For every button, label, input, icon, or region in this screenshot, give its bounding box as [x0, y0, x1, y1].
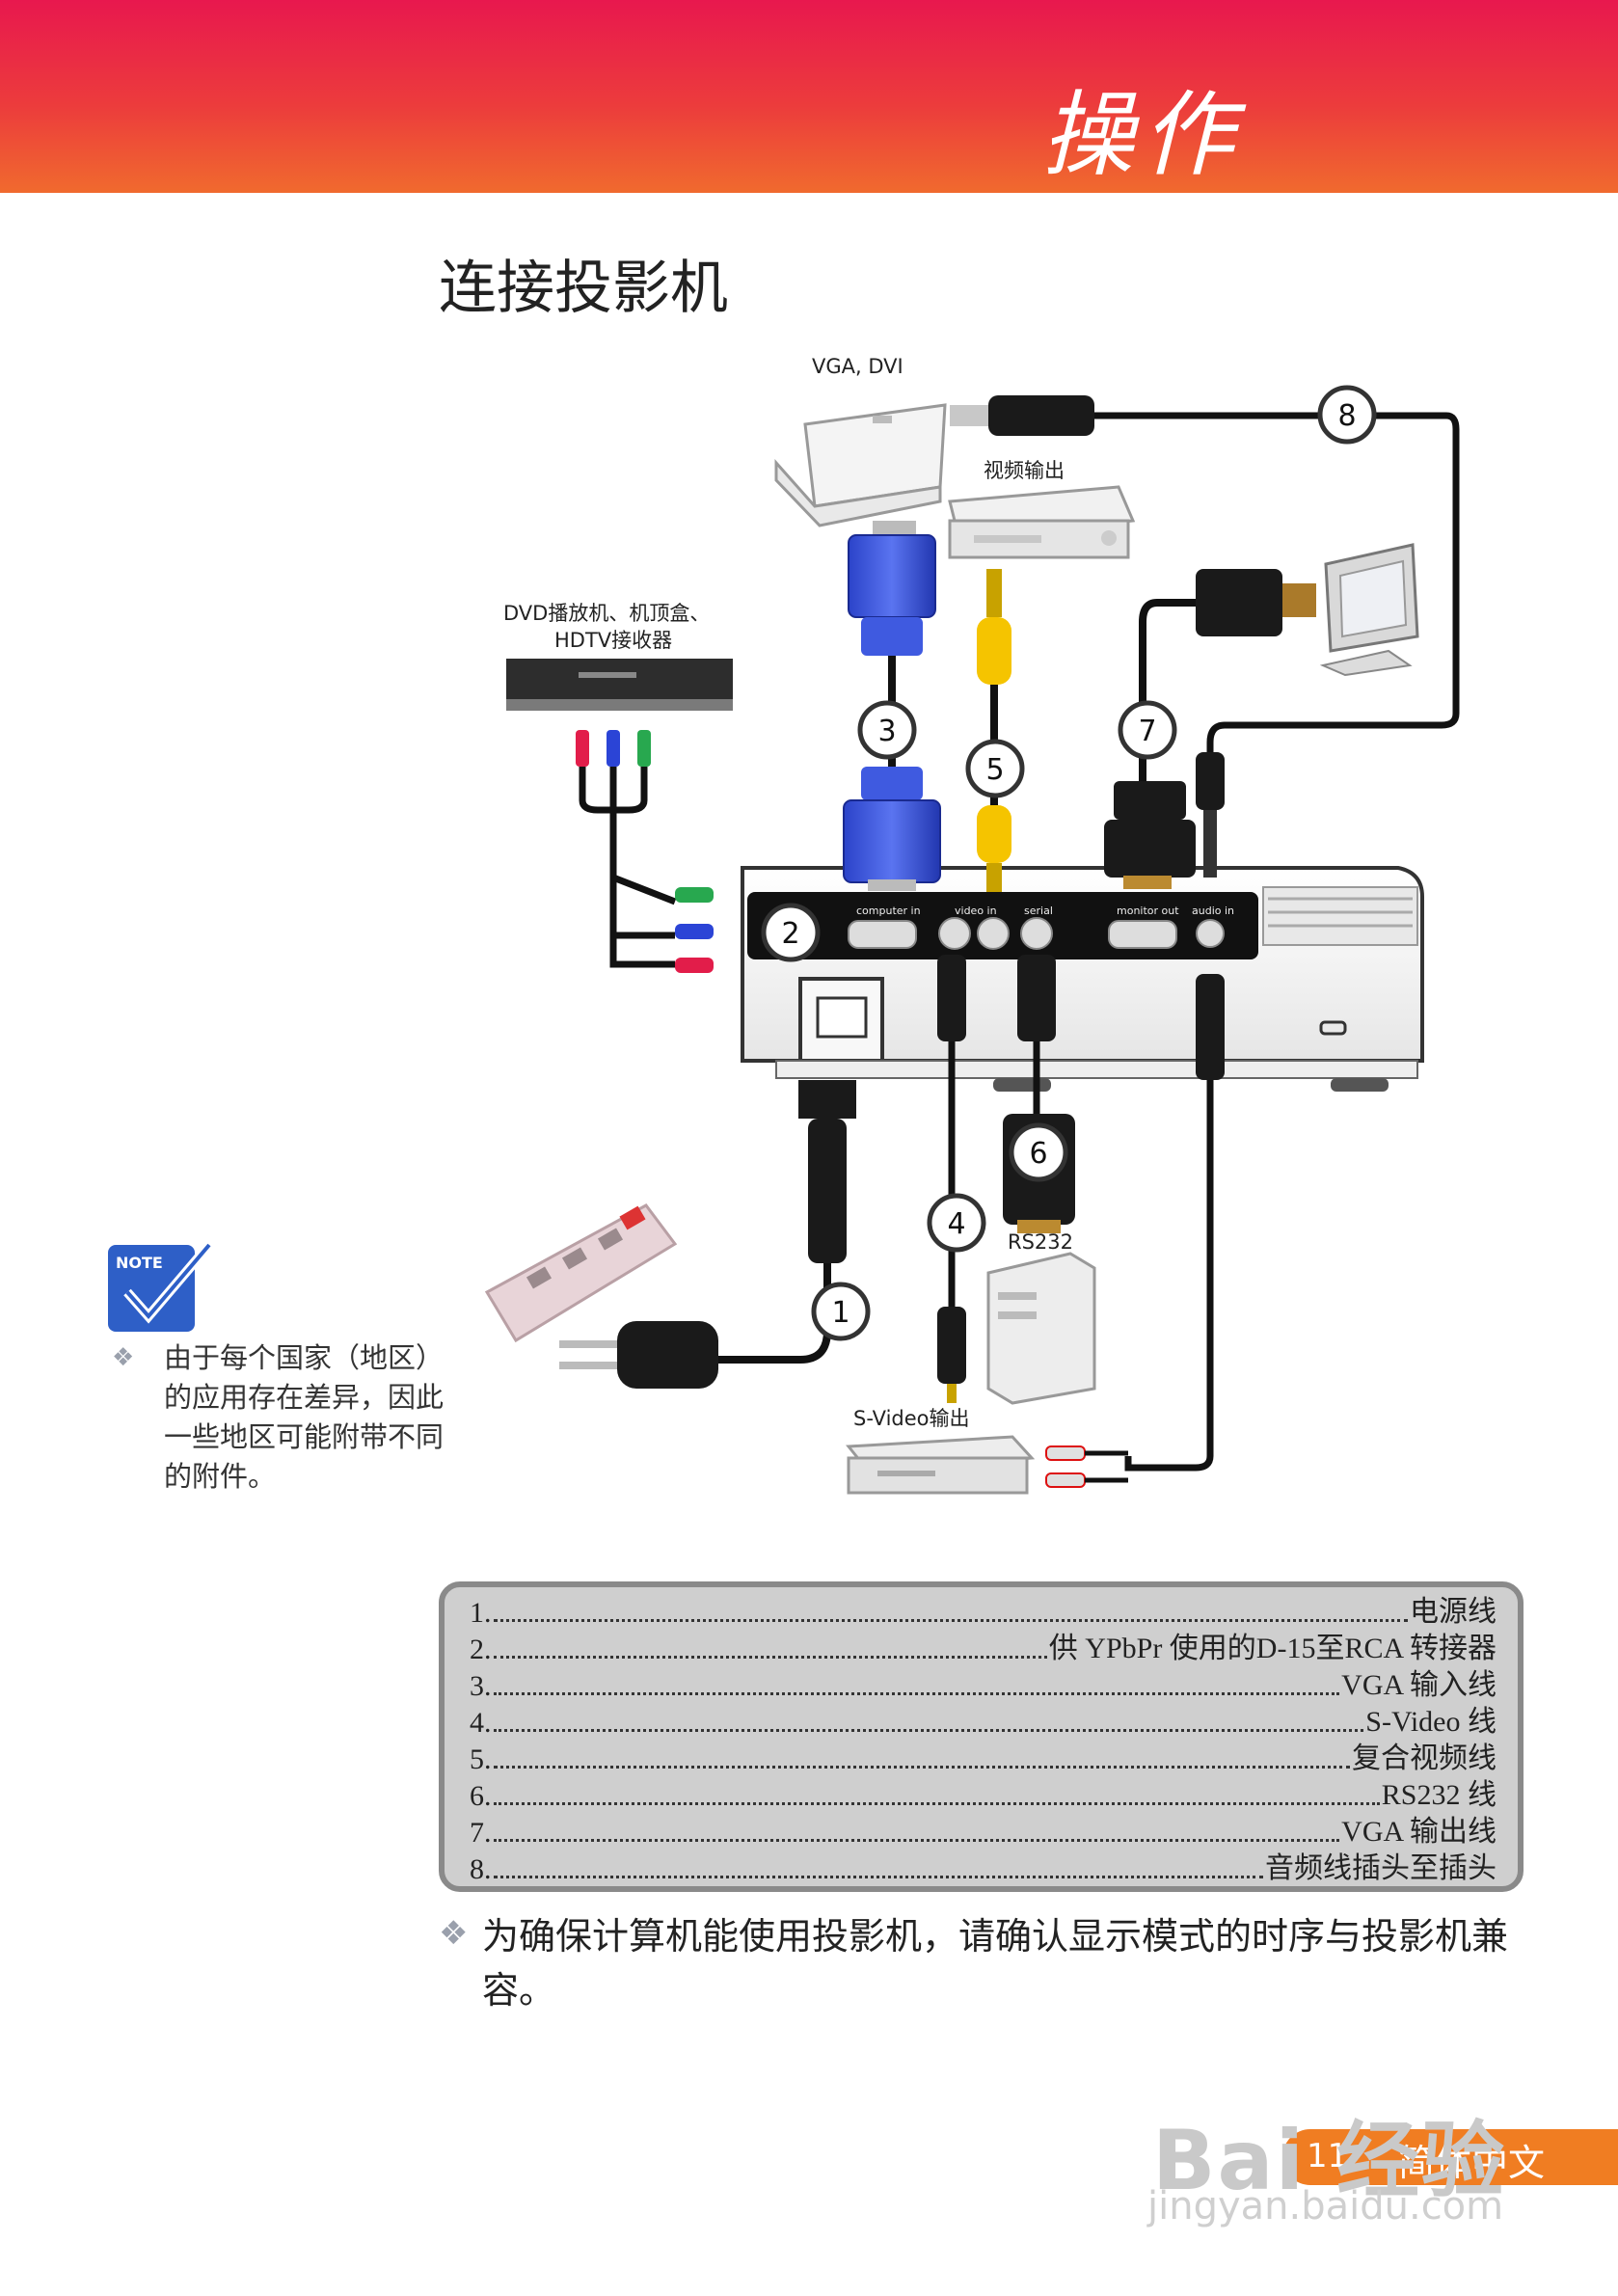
- composite-video-cable: [977, 569, 1011, 892]
- port-label-audio-in: audio in: [1192, 905, 1235, 917]
- svg-text:6: 6: [1029, 1137, 1047, 1171]
- list-item-description: 音频线插头至插头: [1265, 1852, 1497, 1884]
- note-text: 由于每个国家（地区）的应用存在差异，因此一些地区可能附带不同的附件。: [164, 1341, 445, 1493]
- callout-3: 3: [857, 700, 917, 760]
- svg-text:1: 1: [831, 1296, 849, 1330]
- list-item-number: 3.: [470, 1670, 492, 1702]
- footer-language: 简体中文: [1398, 2142, 1546, 2184]
- port-label-serial: serial: [1024, 905, 1053, 917]
- callout-1: 1: [811, 1282, 871, 1341]
- list-item: 8. 音频线插头至插头: [470, 1850, 1497, 1886]
- svg-text:8: 8: [1337, 399, 1356, 433]
- connection-diagram: 1 2 3 4 5 6 7 8: [484, 385, 1460, 1495]
- label-rs232: RS232: [1008, 1230, 1074, 1254]
- cable-list: 1. 电源线 2. 供 YPbPr 使用的D-15至RCA 转接器 3. VGA…: [439, 1581, 1524, 1892]
- callout-5: 5: [965, 739, 1025, 798]
- computer-tower-icon: [986, 1252, 1096, 1405]
- note-icon: NOTE: [108, 1241, 213, 1332]
- list-item: 5. 复合视频线: [470, 1740, 1497, 1776]
- list-item-description: VGA 输出线: [1341, 1816, 1497, 1848]
- video-player-icon: [948, 485, 1136, 559]
- note-bullet: ❖: [112, 1343, 135, 1372]
- leader-dots: [493, 1691, 1340, 1695]
- component-rca-cable: [576, 730, 714, 973]
- list-item-number: 7.: [470, 1817, 492, 1849]
- power-cable: [559, 1080, 856, 1389]
- audio-cable: [950, 395, 1460, 1488]
- list-item-description: 复合视频线: [1352, 1742, 1497, 1774]
- monitor-icon: [1319, 543, 1419, 677]
- label-hdtv: HDTV接收器: [554, 629, 673, 652]
- s-video-cable: [937, 955, 966, 1403]
- list-item: 4. S-Video 线: [470, 1703, 1497, 1740]
- svg-text:3: 3: [877, 715, 896, 748]
- set-top-box-icon: [506, 659, 733, 711]
- leader-dots: [493, 1838, 1340, 1842]
- list-item: 1. 电源线: [470, 1593, 1497, 1630]
- svg-text:2: 2: [781, 917, 799, 951]
- callout-8: 8: [1317, 385, 1377, 445]
- port-label-computer-in: computer in: [856, 905, 921, 917]
- projector-icon: [741, 866, 1424, 1092]
- power-strip-icon: [484, 1203, 678, 1343]
- callout-4: 4: [927, 1193, 986, 1253]
- list-item-number: 2.: [470, 1634, 492, 1665]
- watermark-brand: Bai 经验: [1152, 2113, 1507, 2209]
- svg-text:7: 7: [1138, 715, 1156, 748]
- list-item-description: 电源线: [1410, 1596, 1497, 1628]
- list-item-description: RS232 线: [1381, 1779, 1497, 1811]
- port-label-monitor-out: monitor out: [1117, 905, 1179, 917]
- leader-dots: [493, 1801, 1380, 1805]
- list-item-number: 4.: [470, 1707, 492, 1739]
- note-icon-label: NOTE: [116, 1254, 163, 1272]
- callout-6: 6: [1009, 1122, 1068, 1182]
- svg-text:5: 5: [985, 753, 1004, 787]
- svg-text:4: 4: [947, 1207, 965, 1241]
- list-item-number: 6.: [470, 1780, 492, 1812]
- laptop-icon: [774, 403, 947, 527]
- leader-dots: [493, 1618, 1408, 1622]
- page-number: 11: [1307, 2137, 1349, 2175]
- leader-dots: [493, 1655, 1047, 1659]
- label-dvd: DVD播放机、机顶盒、: [503, 602, 711, 625]
- vga-out-cable: [1104, 569, 1316, 889]
- leader-dots: [493, 1728, 1364, 1732]
- header-title: 操作: [1041, 81, 1242, 189]
- footnote-bullet: ❖: [439, 1914, 469, 1953]
- list-item: 2. 供 YPbPr 使用的D-15至RCA 转接器: [470, 1630, 1497, 1666]
- port-label-video-in: video in: [955, 905, 997, 917]
- list-item-description: S-Video 线: [1365, 1706, 1497, 1738]
- label-svideo-out: S-Video输出: [853, 1407, 970, 1430]
- list-item: 7. VGA 输出线: [470, 1813, 1497, 1850]
- callout-7: 7: [1118, 700, 1177, 760]
- watermark-url: jingyan.baidu.com: [1147, 2184, 1504, 2228]
- label-vga-dvi: VGA, DVI: [812, 355, 903, 378]
- page-header-band: 操作: [0, 0, 1618, 193]
- list-item-number: 1.: [470, 1597, 492, 1629]
- list-item: 3. VGA 输入线: [470, 1666, 1497, 1703]
- label-video-out: 视频输出: [984, 459, 1065, 482]
- list-item-number: 5.: [470, 1743, 492, 1775]
- list-item: 6. RS232 线: [470, 1776, 1497, 1813]
- dvd-player-icon: [846, 1435, 1036, 1495]
- list-item-number: 8.: [470, 1853, 492, 1885]
- leader-dots: [493, 1875, 1263, 1878]
- list-item-description: VGA 输入线: [1341, 1669, 1497, 1701]
- callout-2: 2: [761, 903, 821, 962]
- footnote-text: 为确保计算机能使用投影机，请确认显示模式的时序与投影机兼容。: [482, 1915, 1509, 2012]
- list-item-description: 供 YPbPr 使用的D-15至RCA 转接器: [1048, 1633, 1497, 1664]
- leader-dots: [493, 1765, 1350, 1769]
- section-title: 连接投影机: [439, 255, 728, 322]
- footer-language-tab: [1282, 2129, 1618, 2185]
